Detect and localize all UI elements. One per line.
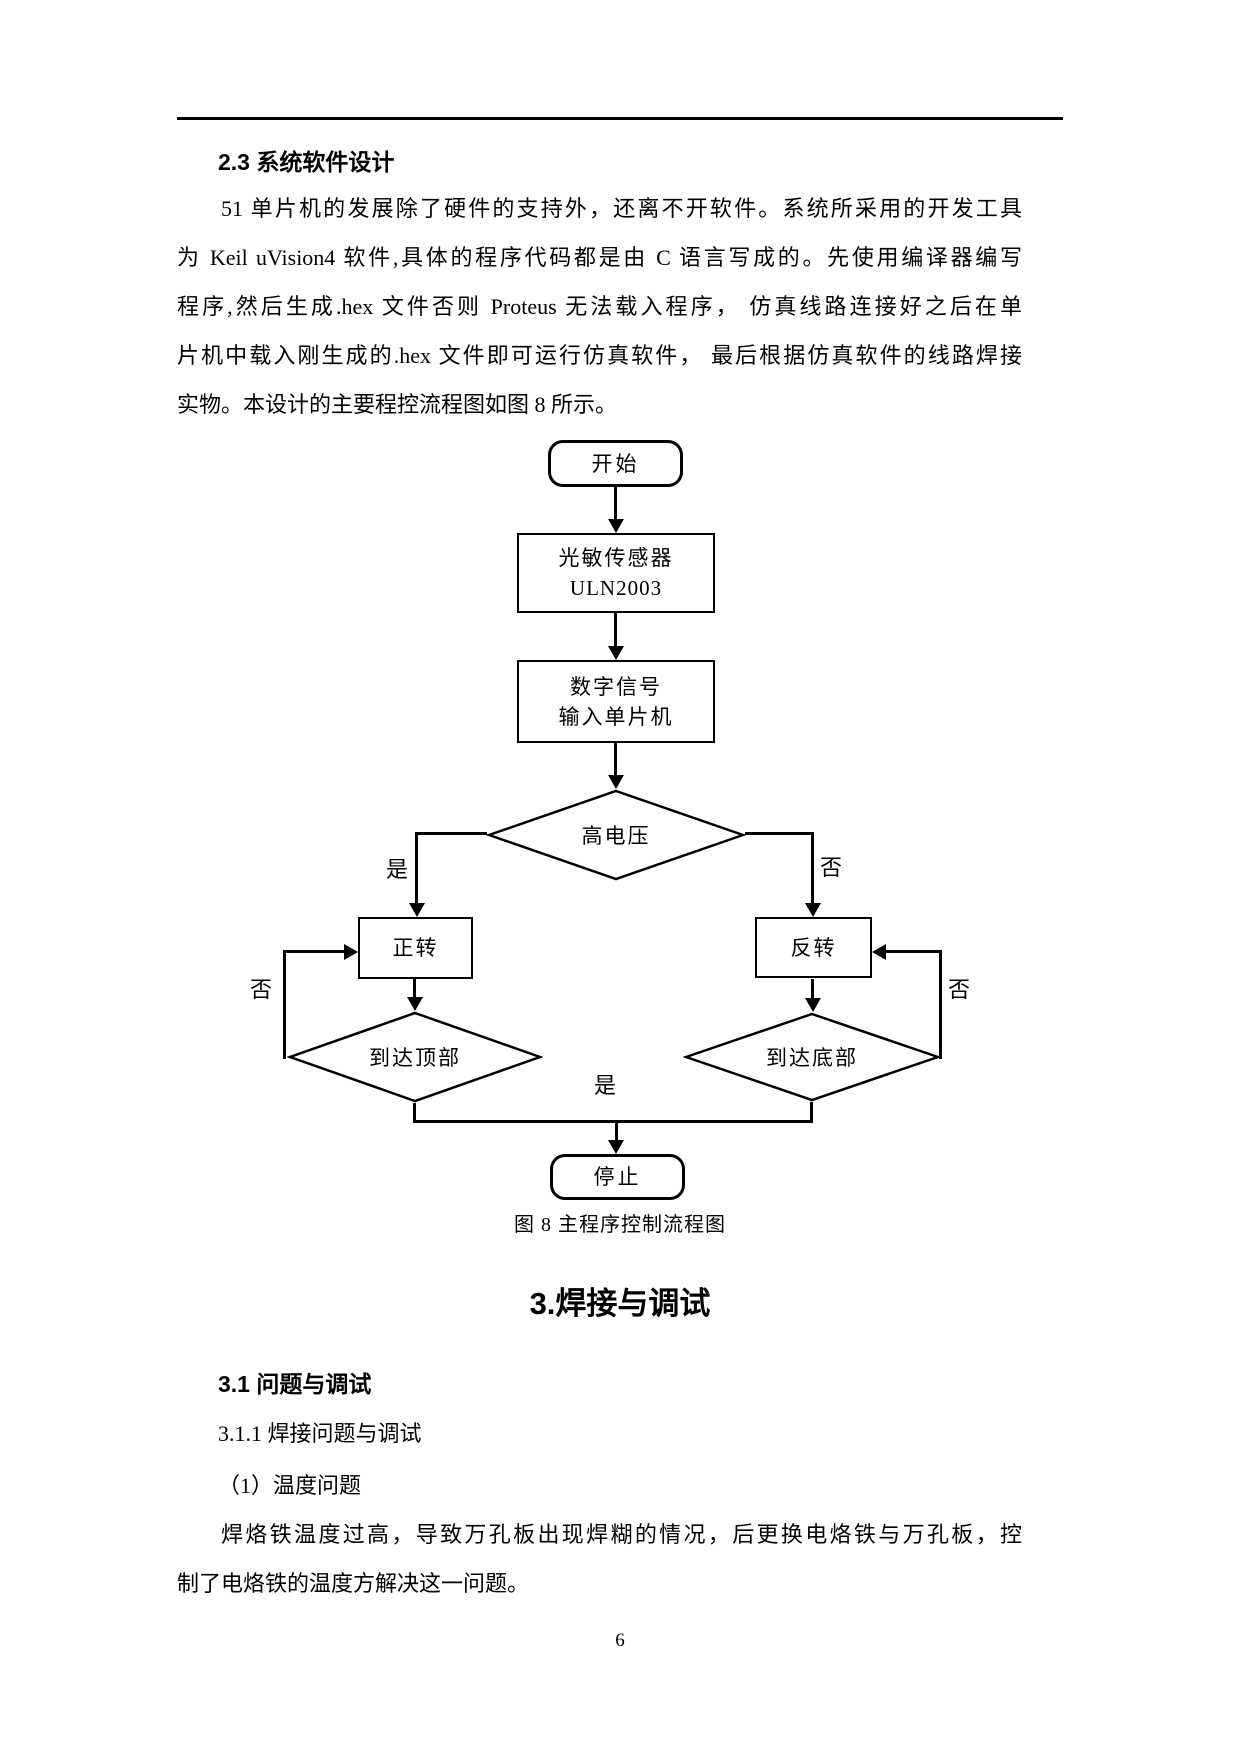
- arrowhead-down-icon: [409, 903, 425, 917]
- loop-left-horizontal: [283, 950, 346, 953]
- paragraph-line: 程序,然后生成.hex 文件否则 Proteus 无法载入程序， 仿真线路连接好…: [177, 294, 1022, 319]
- item-1-heading: （1）温度问题: [218, 1473, 362, 1498]
- paragraph-line: 制了电烙铁的温度方解决这一问题。: [177, 1571, 530, 1596]
- merge-horizontal-right: [616, 1120, 813, 1123]
- flowchart-node-reverse: 反转: [755, 917, 872, 978]
- arrowhead-down-icon: [608, 519, 624, 533]
- loop-right-vertical: [939, 950, 942, 1059]
- connector-decision-right: [745, 832, 814, 835]
- node-label: 反转: [790, 935, 837, 960]
- arrowhead-down-icon: [805, 903, 821, 917]
- connector-decision-reverse: [811, 832, 814, 905]
- arrowhead-left-icon: [872, 944, 886, 960]
- flowchart-node-start: 开始: [548, 440, 683, 487]
- loop-label-no: 否: [250, 977, 273, 1002]
- section-3-1-heading: 3.1 问题与调试: [218, 1371, 372, 1397]
- connector-sensor-signal: [614, 613, 617, 648]
- flowchart-decision-high-voltage: 高电压: [486, 789, 746, 881]
- branch-label-yes: 是: [386, 857, 409, 882]
- paragraph-line: 为 Keil uVision4 软件,具体的程序代码都是由 C 语言写成的。先使…: [177, 245, 1022, 270]
- section-3-1-1-heading: 3.1.1 焊接问题与调试: [218, 1421, 422, 1446]
- flowchart-node-signal: 数字信号 输入单片机: [517, 660, 715, 743]
- arrowhead-down-icon: [608, 1140, 624, 1154]
- arrowhead-down-icon: [608, 775, 624, 789]
- connector-start-sensor: [614, 487, 617, 521]
- connector-reachbottom-merge: [810, 1102, 813, 1123]
- header-rule: [177, 117, 1063, 120]
- arrowhead-down-icon: [805, 998, 821, 1012]
- connector-merge-stop: [615, 1120, 618, 1142]
- page-number: 6: [615, 1630, 625, 1651]
- connector-reverse-reachbottom: [811, 979, 814, 1000]
- diamond-shape-icon: [683, 1012, 941, 1102]
- loop-label-no: 否: [948, 977, 971, 1002]
- arrowhead-down-icon: [608, 646, 624, 660]
- node-label: ULN2003: [569, 576, 663, 600]
- node-label: 停止: [593, 1165, 642, 1189]
- flowchart-node-stop: 停止: [550, 1154, 685, 1200]
- merge-label-yes: 是: [594, 1073, 617, 1098]
- section-3-paragraph: 焊烙铁温度过高，导致万孔板出现焊糊的情况，后更换电烙铁与万孔板，控 制了电烙铁的…: [177, 1510, 1022, 1608]
- flowchart-decision-reach-bottom: 到达底部: [683, 1012, 941, 1102]
- connector-signal-decision: [614, 743, 617, 777]
- paragraph-line: 焊烙铁温度过高，导致万孔板出现焊糊的情况，后更换电烙铁与万孔板，控: [221, 1522, 1022, 1547]
- branch-label-no: 否: [820, 855, 843, 880]
- node-label: 到达顶部: [369, 1046, 461, 1070]
- paragraph-line: 51 单片机的发展除了硬件的支持外，还离不开软件。系统所采用的开发工具: [221, 196, 1022, 221]
- paragraph-line: 片机中载入刚生成的.hex 文件即可运行仿真软件， 最后根据仿真软件的线路焊接: [177, 343, 1022, 368]
- node-label: 数字信号: [570, 674, 662, 699]
- section-3-heading: 3.焊接与调试: [529, 1286, 711, 1321]
- diamond-shape-icon: [287, 1011, 543, 1103]
- paragraph-line: 实物。本设计的主要程控流程图如图 8 所示。: [177, 392, 618, 417]
- loop-right-horizontal: [884, 950, 942, 953]
- connector-decision-forward: [415, 832, 418, 905]
- merge-horizontal-left: [413, 1120, 618, 1123]
- connector-decision-left: [417, 832, 487, 835]
- flowchart-decision-reach-top: 到达顶部: [287, 1011, 543, 1103]
- arrowhead-down-icon: [407, 997, 423, 1011]
- node-label: 正转: [392, 936, 439, 960]
- arrowhead-right-icon: [344, 944, 358, 960]
- section-2-3-paragraph: 51 单片机的发展除了硬件的支持外，还离不开软件。系统所采用的开发工具 为 Ke…: [177, 184, 1022, 429]
- node-label: 光敏传感器: [558, 546, 674, 570]
- section-2-3-heading: 2.3 系统软件设计: [218, 149, 395, 175]
- node-label: 开始: [591, 451, 640, 476]
- connector-forward-reachtop: [413, 979, 416, 999]
- diamond-shape-icon: [486, 789, 746, 881]
- node-label: 高电压: [581, 824, 651, 848]
- node-label: 输入单片机: [558, 704, 674, 729]
- loop-left-vertical: [283, 950, 286, 1059]
- node-label: 到达底部: [766, 1046, 858, 1070]
- flowchart-node-forward: 正转: [358, 917, 473, 979]
- connector-reachtop-merge: [413, 1103, 416, 1123]
- figure-caption: 图 8 主程序控制流程图: [514, 1214, 726, 1236]
- flowchart-node-sensor: 光敏传感器 ULN2003: [517, 533, 715, 613]
